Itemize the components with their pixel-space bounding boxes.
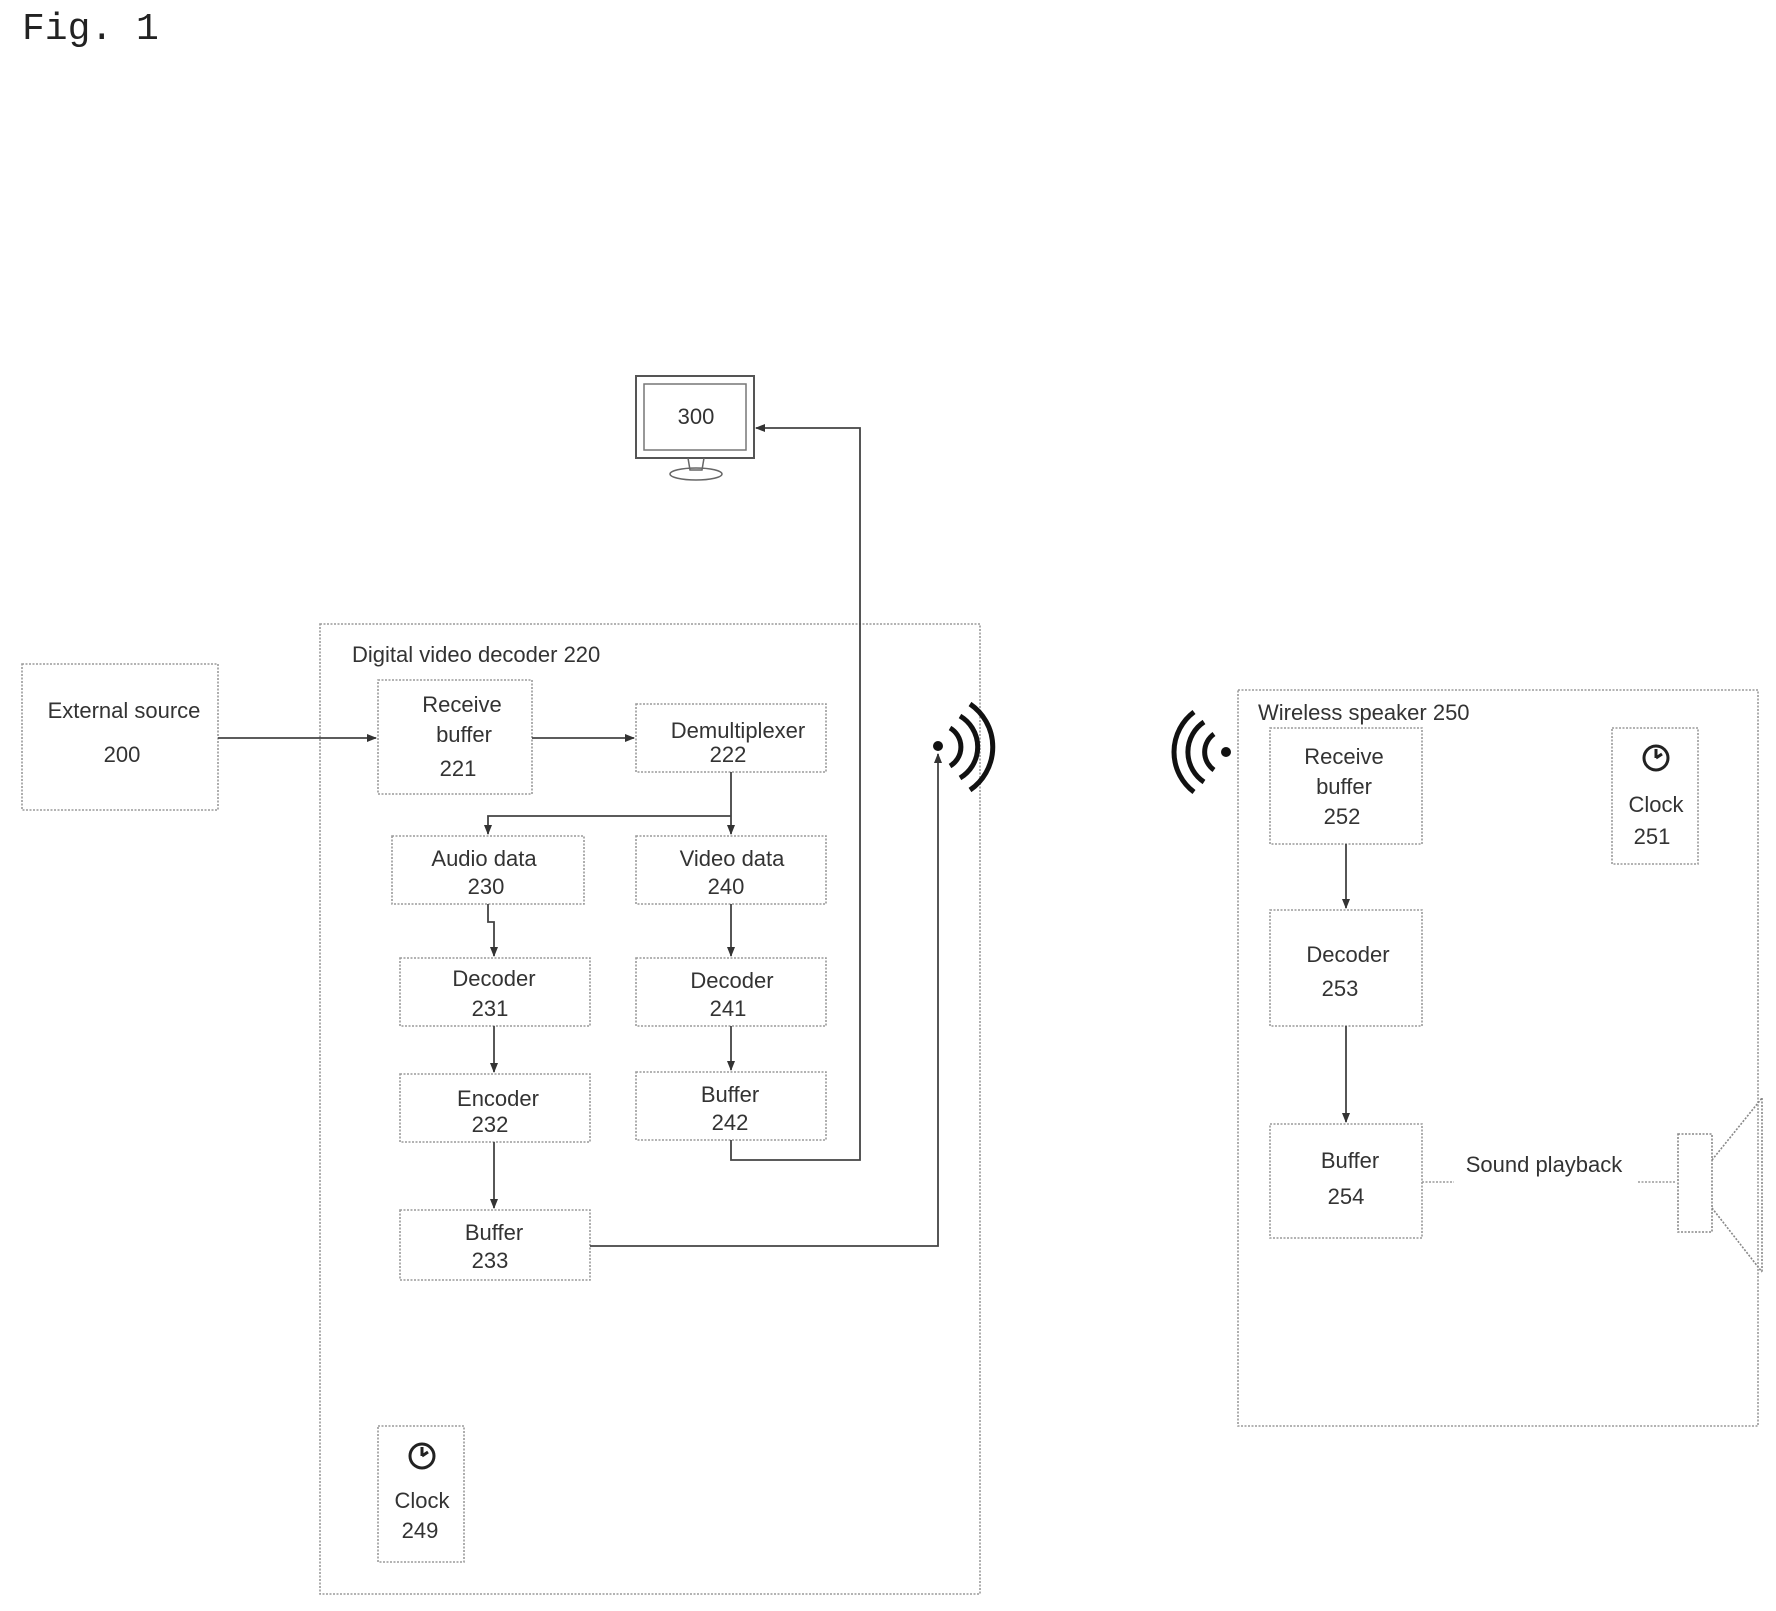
receive-buffer-221-line1: Receive — [422, 692, 501, 717]
receive-buffer-221-line2: buffer — [436, 722, 492, 747]
clock-251-line1: Clock — [1628, 792, 1684, 817]
audio-data-230-number: 230 — [468, 874, 505, 899]
buffer-254-number: 254 — [1328, 1184, 1365, 1209]
external-source-label: External source — [48, 698, 201, 723]
wireless-signal-icon — [933, 704, 993, 790]
monitor-label: 300 — [678, 404, 715, 429]
arrow-video-buffer-to-monitor — [731, 428, 860, 1160]
encoder-232-number: 232 — [472, 1112, 509, 1137]
receive-buffer-252-line2: buffer — [1316, 774, 1372, 799]
arrow-demux-to-audio-data — [488, 816, 731, 834]
speaker-icon — [1678, 1098, 1762, 1272]
receive-buffer-252-line1: Receive — [1304, 744, 1383, 769]
encoder-232-line1: Encoder — [457, 1086, 539, 1111]
buffer-242-number: 242 — [712, 1110, 749, 1135]
buffer-254-box — [1270, 1124, 1422, 1238]
decoder-231-line1: Decoder — [452, 966, 535, 991]
video-data-240-line1: Video data — [680, 846, 786, 871]
audio-data-230-line1: Audio data — [431, 846, 537, 871]
external-source-box — [22, 664, 218, 810]
demultiplexer-222-number: 222 — [710, 742, 747, 767]
decoder-231-number: 231 — [472, 996, 509, 1021]
receive-buffer-221-number: 221 — [440, 756, 477, 781]
external-source-number: 200 — [104, 742, 141, 767]
decoder-253-box — [1270, 910, 1422, 1026]
demultiplexer-222-line1: Demultiplexer — [671, 718, 806, 743]
wireless-signal-icon — [1174, 712, 1231, 792]
receive-buffer-252-number: 252 — [1324, 804, 1361, 829]
decoder-253-number: 253 — [1322, 976, 1359, 1001]
wireless-speaker-title: Wireless speaker 250 — [1258, 700, 1470, 725]
clock-249-number: 249 — [402, 1518, 439, 1543]
decoder-253-line1: Decoder — [1306, 942, 1389, 967]
clock-251-number: 251 — [1634, 824, 1671, 849]
buffer-242-line1: Buffer — [701, 1082, 759, 1107]
buffer-233-number: 233 — [472, 1248, 509, 1273]
sound-playback-label: Sound playback — [1466, 1152, 1624, 1177]
decoder-241-line1: Decoder — [690, 968, 773, 993]
arrow-audio-data-to-decoder — [488, 904, 494, 956]
buffer-233-line1: Buffer — [465, 1220, 523, 1245]
decoder-241-number: 241 — [710, 996, 747, 1021]
digital-video-decoder-title: Digital video decoder 220 — [352, 642, 600, 667]
video-data-240-number: 240 — [708, 874, 745, 899]
clock-249-line1: Clock — [394, 1488, 450, 1513]
buffer-254-line1: Buffer — [1321, 1148, 1379, 1173]
